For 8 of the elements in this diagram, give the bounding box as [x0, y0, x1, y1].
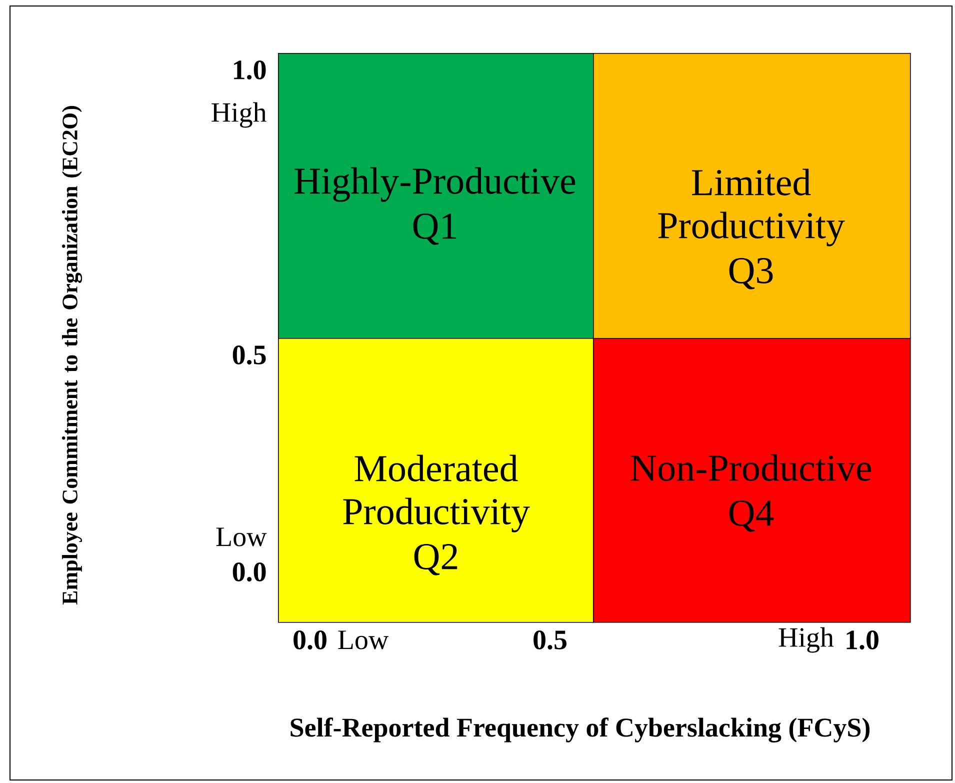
tick-label: 0.5	[534, 630, 566, 650]
quadrant-box: Highly-Productive Q1	[278, 53, 594, 339]
quadrant-box: Non-Productive Q4	[593, 338, 911, 623]
quadrant-box: Limited Productivity Q3	[593, 53, 911, 339]
quadrant-box: Moderated Productivity Q2	[278, 338, 594, 623]
tick-label: 0.5	[232, 346, 266, 364]
axis-title: Employee Commitment to the Organization (EC2O)	[62, 106, 82, 605]
axis-title: Self-Reported Frequency of Cyberslacking (FCyS)	[290, 718, 870, 742]
